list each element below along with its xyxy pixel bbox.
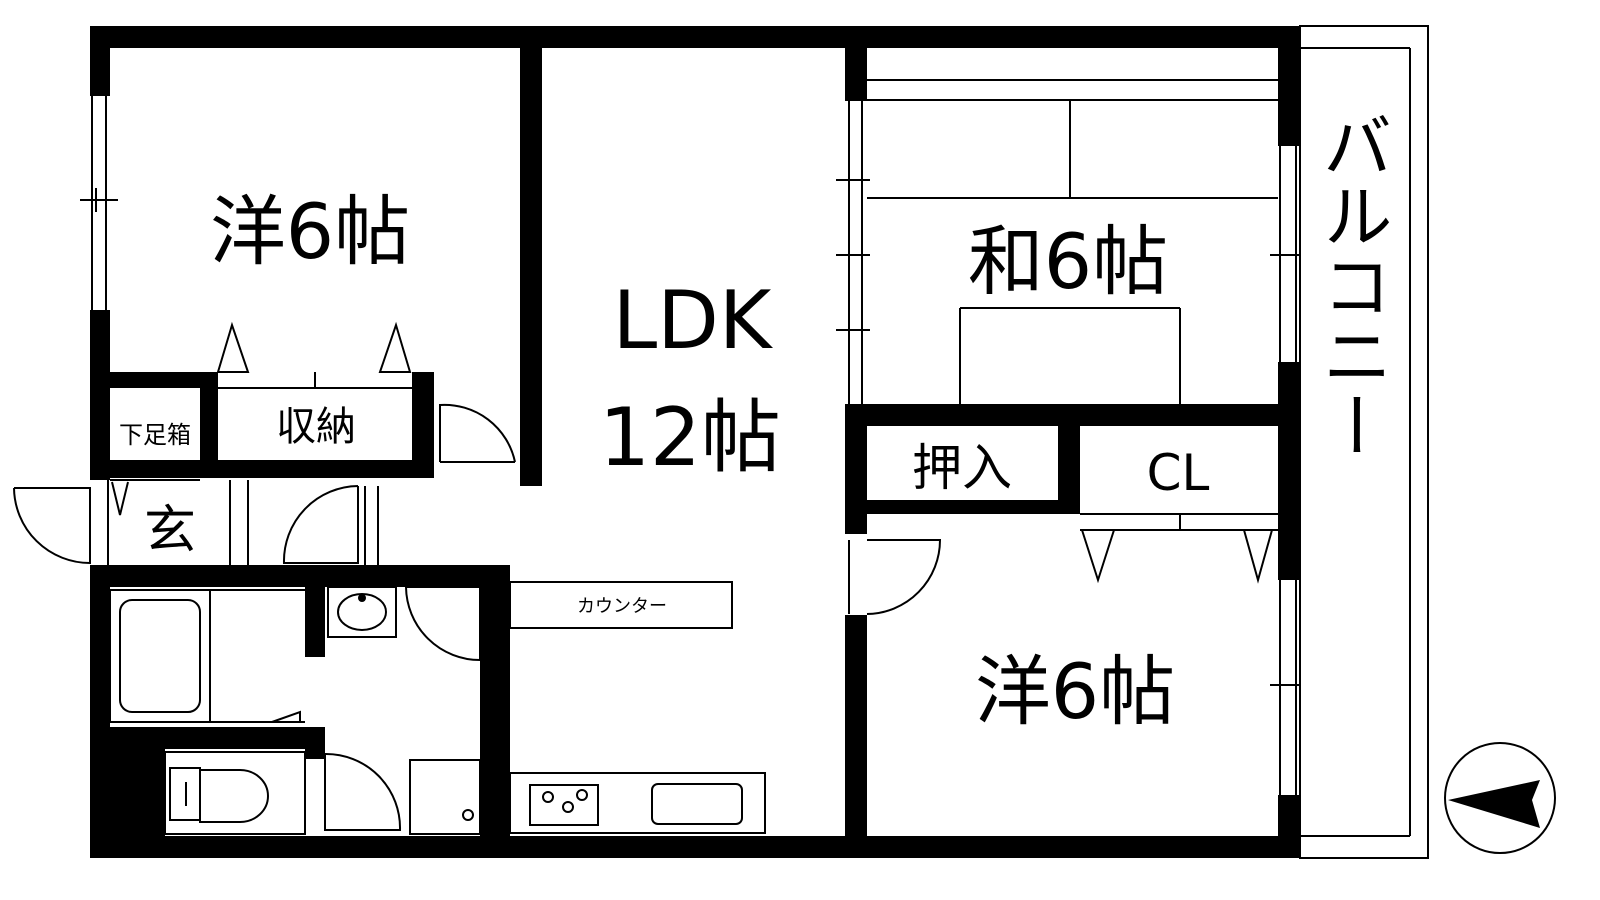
room-label-storage: 収納 — [276, 404, 356, 450]
room-label-entrance: 玄 — [144, 501, 196, 561]
room-label-closet: CL — [1147, 444, 1210, 502]
room-label-ldk: LDK — [613, 274, 774, 367]
counter-label: カウンター — [577, 596, 667, 617]
thin-lines — [13, 25, 1429, 859]
walls — [90, 26, 1300, 858]
balcony-label: バルコニー — [1311, 110, 1393, 460]
room-label-ldk-size: 12帖 — [599, 391, 781, 484]
room-label-shoe-box: 下足箱 — [119, 421, 191, 449]
room-label-western-nw: 洋6帖 — [210, 187, 410, 276]
room-label-western-se: 洋6帖 — [975, 647, 1175, 736]
room-label-japanese: 和6帖 — [968, 217, 1168, 306]
room-label-oshiire: 押入 — [912, 439, 1012, 497]
north-arrow-icon — [1444, 742, 1556, 854]
